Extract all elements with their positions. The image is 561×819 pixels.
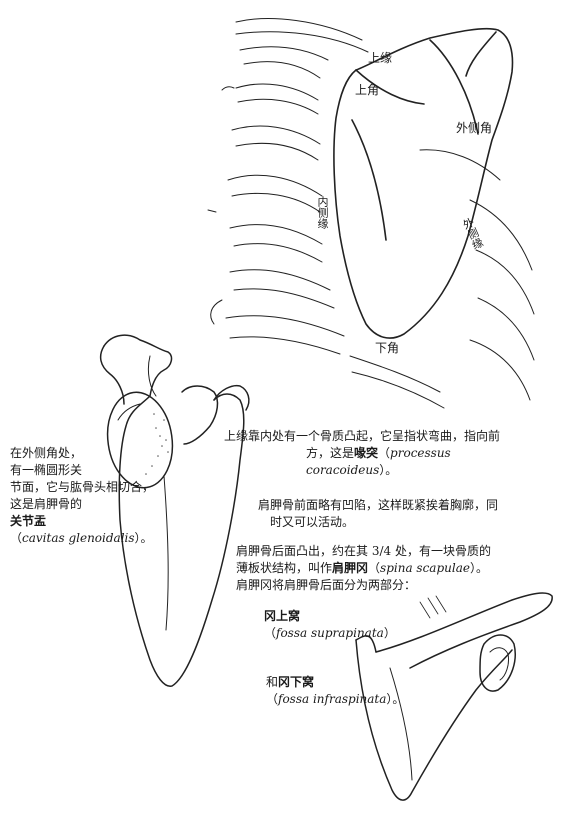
glenoid-latin: cavitas glenoidalis xyxy=(22,531,135,545)
spine-line2-text: 薄板状结构，叫作 xyxy=(236,561,333,575)
paren-close: ）。 xyxy=(379,463,398,477)
front-note-line: 时又可以活动。 xyxy=(270,515,355,529)
glenoid-term: 关节盂 xyxy=(10,514,47,528)
supra-term: 冈上窝 xyxy=(264,609,301,623)
spine-note-line: 肩胛骨后面凸出，约在其 3/4 处，有一块骨质的 xyxy=(236,544,491,558)
label-lower-angle: 下角 xyxy=(375,341,400,355)
spine-note-line2: 薄板状结构，叫作肩胛冈（spina scapulae）。 xyxy=(236,560,556,577)
infra-latin-line: （fossa infraspinata）。 xyxy=(266,691,436,708)
scapular-spine-illustration xyxy=(355,592,553,801)
label-medial-border: 内侧缘 xyxy=(316,196,329,229)
paren-open: （ xyxy=(10,531,23,545)
front-face-note: 肩胛骨前面略有凹陷，这样既紧挨着胸廓，同 时又可以活动。 xyxy=(258,497,548,531)
coracoid-line2-text: 方，这是 xyxy=(306,446,355,460)
spine-latin: spina scapulae xyxy=(380,561,470,575)
spine-note: 肩胛骨后面凸出，约在其 3/4 处，有一块骨质的 薄板状结构，叫作肩胛冈（spi… xyxy=(236,543,556,594)
coracoid-note-line: 上缘靠内处有一个骨质凸起，它呈指状弯曲，指向前 xyxy=(224,429,501,443)
paren-open: （ xyxy=(378,446,391,460)
infra-term: 冈下窝 xyxy=(278,675,315,689)
glenoid-note-line: 在外侧角处， xyxy=(10,446,83,460)
infraspinous-note: 和冈下窝 （fossa infraspinata）。 xyxy=(266,674,436,708)
infra-pre: 和 xyxy=(266,675,279,689)
glenoid-stipple xyxy=(145,413,169,475)
scapula-outline xyxy=(333,27,514,339)
spine-term: 肩胛冈 xyxy=(332,561,369,575)
glenoid-latin-line: （cavitas glenoidalis）。 xyxy=(10,530,170,547)
paren-close: ） xyxy=(383,626,396,640)
glenoid-note: 在外侧角处， 有一椭圆形关 节面，它与肱骨头相切合， 这是肩胛骨的 关节盂 （c… xyxy=(10,445,170,547)
label-lateral-angle: 外侧角 xyxy=(456,121,493,135)
ribs-drawing xyxy=(207,18,535,409)
paren-open: （ xyxy=(368,561,381,575)
glenoid-note-line: 这是肩胛骨的 xyxy=(10,497,83,511)
glenoid-note-line: 节面，它与肱骨头相切合， xyxy=(10,480,155,494)
label-upper-border: 上缘 xyxy=(368,51,393,65)
paren-close: ）。 xyxy=(386,692,405,706)
paren-open: （ xyxy=(266,692,279,706)
infra-latin: fossa infraspinata xyxy=(278,692,387,706)
paren-close: ）。 xyxy=(134,531,153,545)
supra-latin: fossa suprapinata xyxy=(276,626,384,640)
coracoid-note: 上缘靠内处有一个骨质凸起，它呈指状弯曲，指向前 方，这是喙突（processus… xyxy=(224,428,544,479)
paren-close: ）。 xyxy=(469,561,488,575)
paren-open: （ xyxy=(264,626,277,640)
spine-note-line: 肩胛冈将肩胛骨后面分为两部分： xyxy=(236,578,417,592)
supraspinous-note: 冈上窝 （fossa suprapinata） xyxy=(264,608,424,642)
label-upper-angle: 上角 xyxy=(355,83,380,97)
infra-term-line: 和冈下窝 xyxy=(266,674,436,691)
lateral-view-illustration xyxy=(99,334,250,687)
glenoid-note-line: 有一椭圆形关 xyxy=(10,463,83,477)
coracoid-latin: processus coracoideus xyxy=(306,446,451,477)
supra-latin-line: （fossa suprapinata） xyxy=(264,625,424,642)
front-note-line: 肩胛骨前面略有凹陷，这样既紧挨着胸廓，同 xyxy=(258,498,499,512)
coracoid-term: 喙突 xyxy=(354,446,379,460)
coracoid-note-line2: 方，这是喙突（processus coracoideus）。 xyxy=(224,445,544,479)
